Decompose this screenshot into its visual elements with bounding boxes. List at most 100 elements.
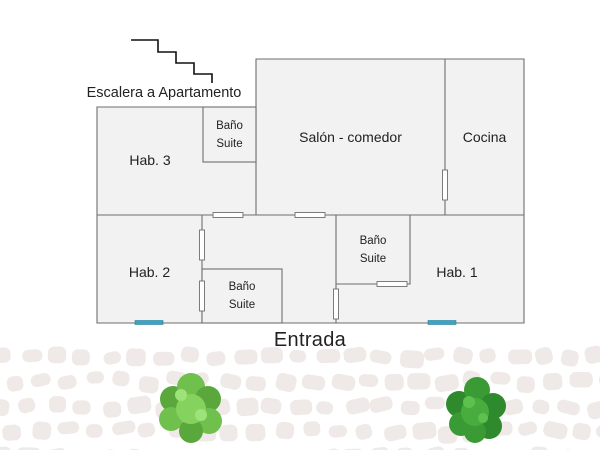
stairs-icon: [131, 39, 213, 83]
paving-stone: [138, 376, 159, 394]
bano-left-line2: Suite: [228, 299, 256, 311]
doors: [199, 169, 448, 320]
paving-stone: [542, 372, 563, 391]
paving-stone: [260, 347, 283, 364]
paving-stone: [530, 446, 549, 450]
paving-stone: [245, 376, 266, 392]
paving-stone: [479, 348, 496, 364]
tree-icon: [159, 373, 222, 443]
paving-stone: [0, 446, 12, 450]
paving-stone: [103, 351, 121, 365]
door: [376, 281, 408, 287]
paving-stone: [220, 373, 242, 390]
paving-stone: [426, 446, 445, 450]
paving-stone: [112, 370, 130, 387]
paving-stone: [370, 447, 390, 450]
paving-stone: [49, 396, 67, 413]
paving-stone: [596, 425, 600, 439]
paving-stone: [569, 371, 593, 388]
paving-stone: [275, 421, 295, 440]
paving-stone: [30, 372, 51, 388]
paving-stone: [384, 373, 404, 391]
paving-stone: [6, 375, 24, 392]
paving-stone: [86, 371, 104, 384]
paving-stone: [127, 395, 152, 415]
paving-stone: [400, 400, 420, 416]
door: [199, 280, 205, 312]
paving-stone: [400, 350, 425, 369]
room-label-hab1: Hab. 1: [436, 264, 478, 280]
paving-stone: [572, 422, 592, 441]
room-label-salon: Salón - comedor: [299, 129, 402, 145]
paving-stone: [412, 421, 437, 440]
bano-top-line1: Baño: [216, 120, 243, 132]
room-label-cocina: Cocina: [462, 129, 507, 145]
bano-top-room: [202, 106, 257, 163]
paving-stone: [180, 346, 200, 363]
stairs-label: Escalera a Apartamento: [86, 85, 242, 101]
paving-stone: [407, 373, 431, 390]
door: [212, 212, 244, 218]
paving-stone: [331, 373, 356, 392]
tree-icon: [446, 377, 506, 443]
paving-stone: [126, 348, 146, 367]
paving-stone: [584, 345, 600, 364]
door: [442, 169, 448, 201]
paving-stone: [234, 349, 258, 365]
paving-stone: [453, 346, 473, 365]
paving-stone: [290, 399, 313, 416]
room-label-bano-left: Baño Suite: [202, 278, 282, 314]
paving-stone: [369, 349, 392, 365]
paving-stone: [587, 400, 600, 420]
paving-stone: [346, 397, 370, 415]
bano-left-line1: Baño: [228, 281, 256, 293]
paving-stone: [560, 349, 579, 367]
paving-stone: [384, 424, 407, 442]
door: [333, 288, 339, 320]
paving-stone: [85, 424, 103, 438]
paving-stone: [103, 401, 122, 418]
paving-stone: [71, 349, 90, 366]
paving-stone: [22, 349, 43, 363]
paving-stone: [301, 374, 326, 391]
door: [294, 212, 326, 218]
paving-stone: [57, 421, 80, 435]
paving-stone: [289, 349, 307, 363]
paving-stone: [72, 400, 91, 415]
paving-stone: [112, 420, 136, 436]
room-label-bano-right: Baño Suite: [336, 232, 410, 268]
entrance-doors: [134, 320, 457, 325]
paving-stone: [47, 346, 67, 364]
entrance-door-left: [134, 320, 164, 325]
paving-stone: [508, 349, 533, 365]
entrance-door-right: [427, 320, 457, 325]
paving-stone: [2, 424, 22, 441]
paving-stone: [557, 399, 580, 416]
bano-top-line2: Suite: [216, 138, 243, 150]
paving-stone: [303, 421, 321, 437]
paving-stone: [32, 421, 52, 440]
paving-stone: [518, 421, 538, 436]
paving-stone: [0, 347, 11, 364]
room-label-hab2: Hab. 2: [128, 264, 171, 280]
paving-stone: [358, 373, 379, 388]
paving-stone: [0, 398, 10, 417]
paving-stone: [516, 376, 535, 393]
paving-stone: [502, 398, 524, 416]
bano-left-room: [201, 268, 283, 324]
bano-right-line2: Suite: [359, 253, 387, 265]
paving-stone: [355, 423, 373, 440]
paving-stone: [490, 371, 511, 385]
paving-stone: [316, 348, 341, 364]
room-label-hab3: Hab. 3: [129, 152, 171, 168]
paving-stone: [534, 347, 553, 365]
paving-stone: [236, 397, 259, 417]
paving-stone: [369, 396, 393, 413]
paving-stone: [137, 422, 156, 438]
paving-stone: [245, 423, 266, 442]
paving-stone: [152, 351, 175, 366]
paving-stone: [57, 375, 77, 390]
paving-stone: [219, 424, 238, 442]
paving-stone: [328, 424, 347, 438]
